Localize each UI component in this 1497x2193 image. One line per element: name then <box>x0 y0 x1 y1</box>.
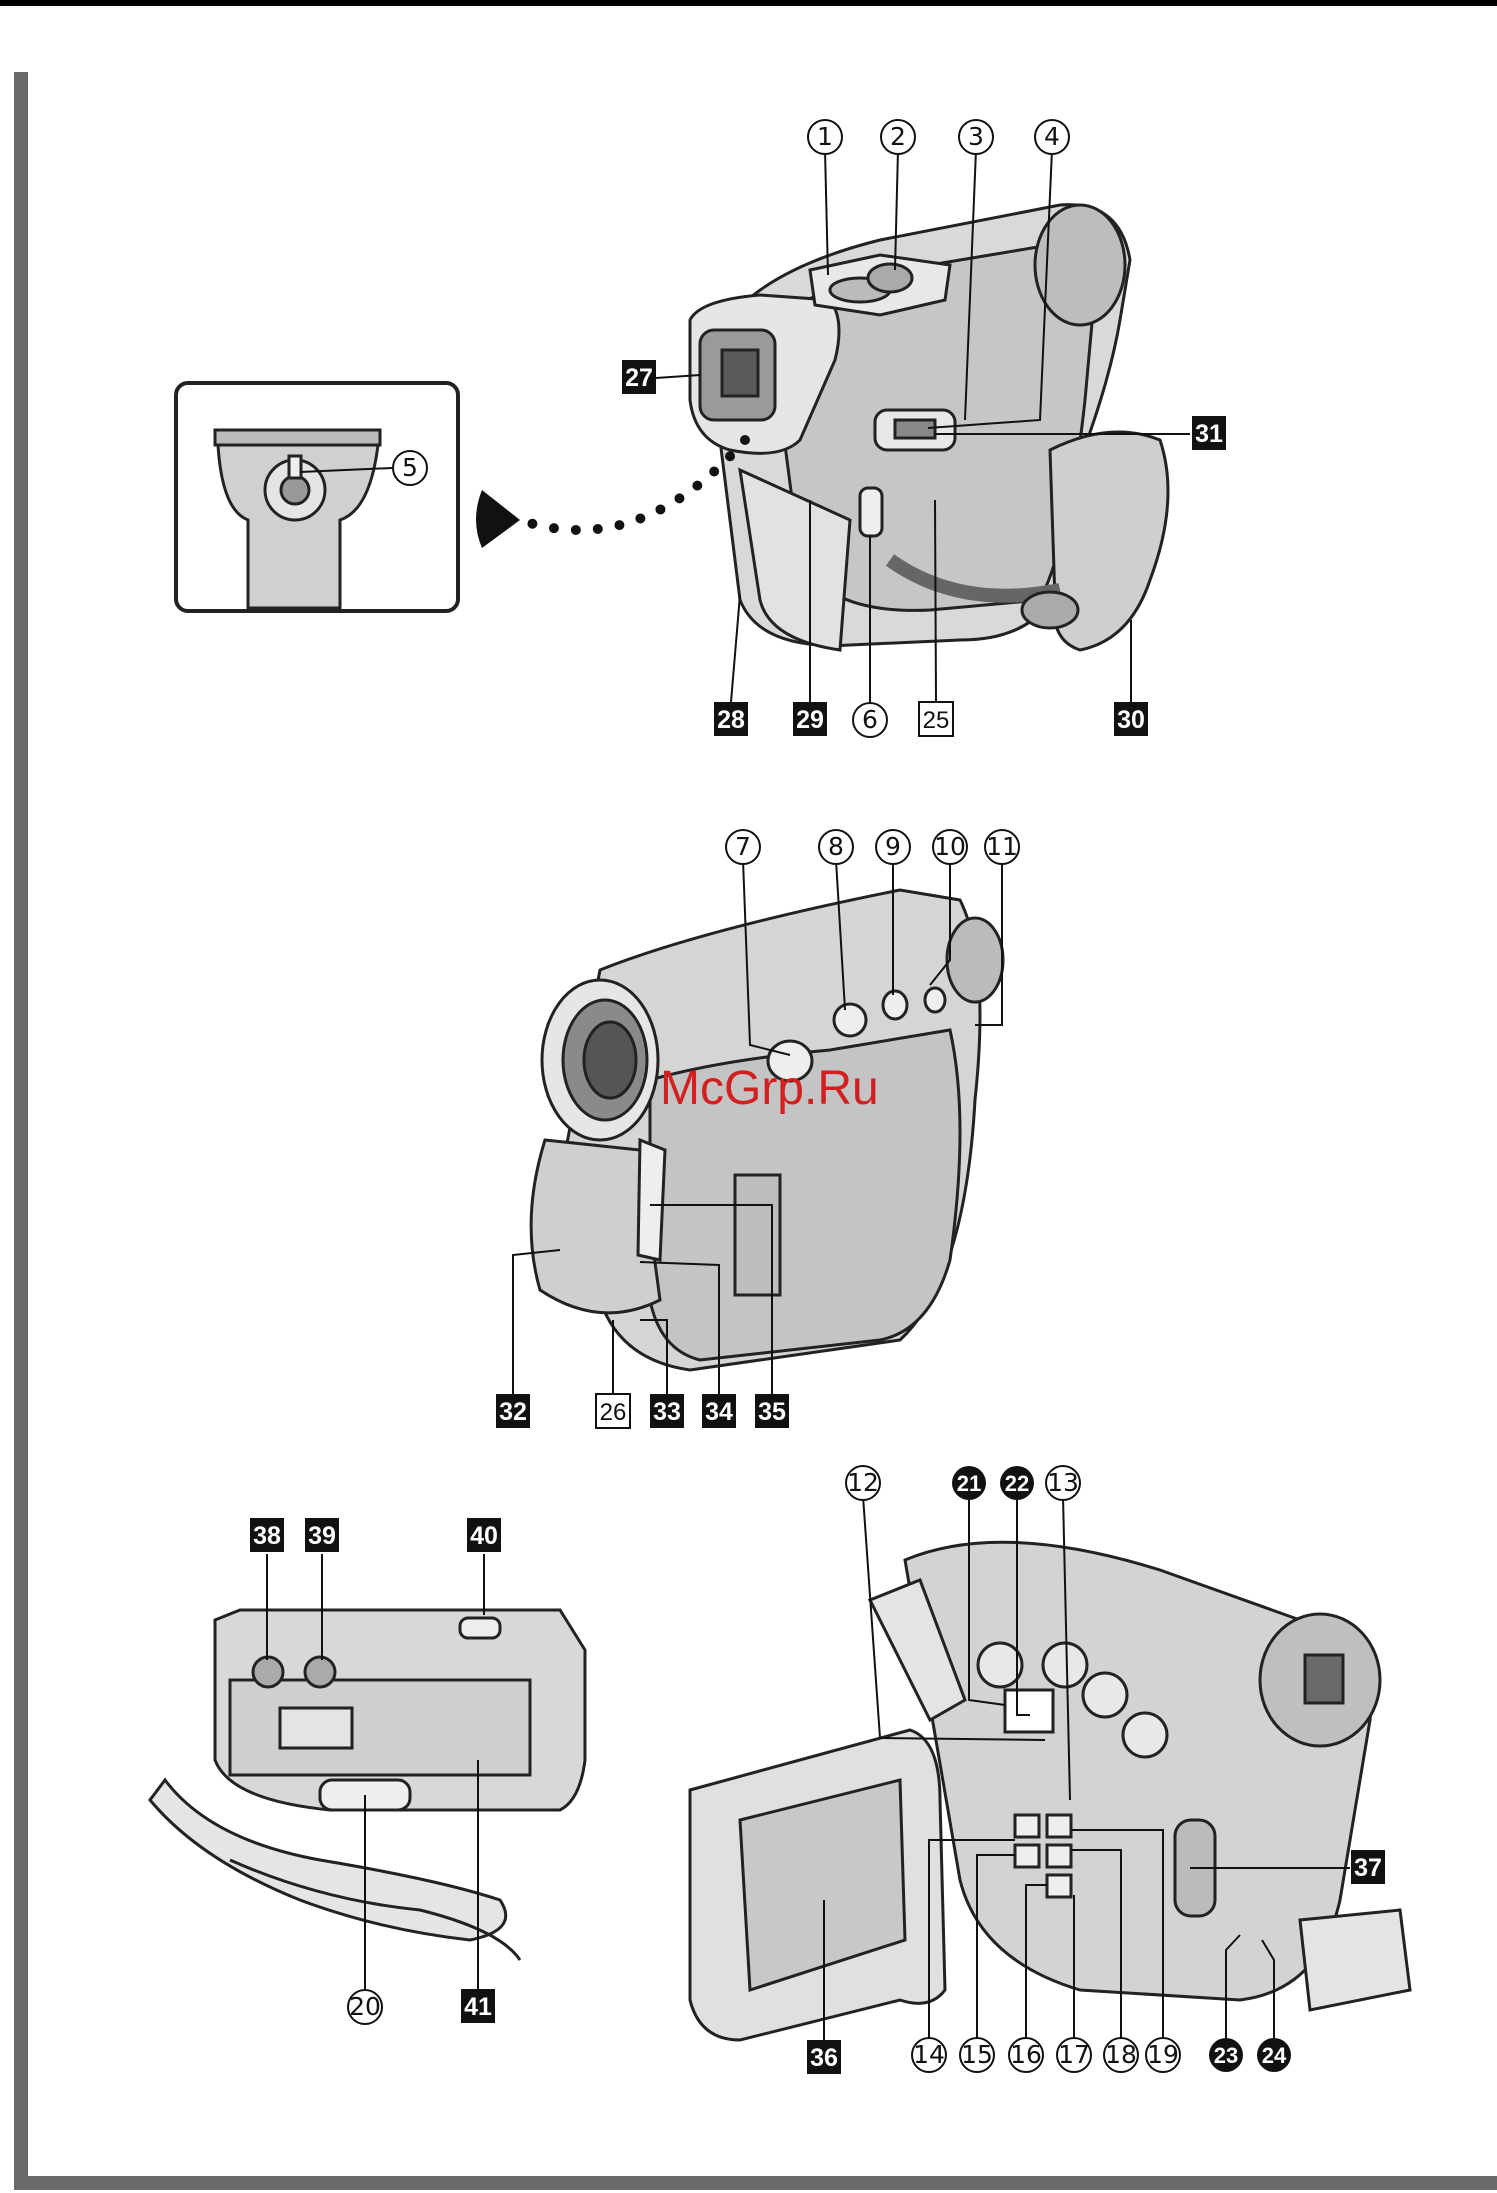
callout-label: 17 <box>1058 2040 1090 2069</box>
callout-label: 2 <box>890 122 906 151</box>
callout-label: 40 <box>470 1522 498 1550</box>
camcorder-bottom-view <box>150 1610 585 1960</box>
callout-label: 37 <box>1354 1854 1382 1882</box>
callout-label: 24 <box>1262 2043 1287 2068</box>
callout-label: 14 <box>913 2040 945 2069</box>
callout-label: 32 <box>499 1398 527 1426</box>
callout-label: 15 <box>961 2040 993 2069</box>
callout-black-box-28: 28 <box>714 595 748 736</box>
callout-label: 29 <box>796 706 824 734</box>
callout-label: 16 <box>1010 2040 1042 2069</box>
callout-black-box-27: 27 <box>622 360 700 394</box>
left-rule <box>14 72 28 2190</box>
callout-label: 39 <box>308 1522 336 1550</box>
camcorder-lcd-open-view <box>690 1542 1410 2040</box>
callout-label: 6 <box>862 705 878 734</box>
camcorder-front-view <box>531 890 1003 1370</box>
bottom-rule <box>14 2176 1497 2190</box>
callout-black-box-30: 30 <box>1114 620 1148 736</box>
callout-label: 22 <box>1005 1471 1029 1496</box>
callout-label: 8 <box>828 832 844 861</box>
callout-label: 18 <box>1105 2040 1137 2069</box>
callout-label: 23 <box>1214 2043 1238 2068</box>
callout-label: 26 <box>600 1399 627 1426</box>
callout-label: 31 <box>1195 420 1223 448</box>
callout-label: 5 <box>402 453 418 482</box>
callout-label: 33 <box>653 1398 681 1426</box>
callout-label: 7 <box>735 832 751 861</box>
watermark: McGrp.Ru <box>660 1062 879 1115</box>
callout-label: 10 <box>934 832 966 861</box>
callout-label: 34 <box>705 1398 733 1426</box>
callout-label: 13 <box>1047 1468 1079 1497</box>
callout-label: 30 <box>1117 706 1145 734</box>
callout-black-box-40: 40 <box>467 1518 501 1615</box>
callout-label: 20 <box>349 1992 381 2021</box>
callout-label: 38 <box>253 1522 281 1550</box>
callout-label: 25 <box>923 707 950 734</box>
dotted-arrow-line <box>520 440 745 530</box>
callout-label: 1 <box>817 122 833 151</box>
callout-label: 19 <box>1147 2040 1179 2069</box>
callout-label: 41 <box>464 1993 492 2021</box>
callout-label: 28 <box>717 706 745 734</box>
callout-label: 35 <box>758 1398 786 1426</box>
callout-label: 21 <box>957 1471 981 1496</box>
callout-label: 27 <box>625 364 653 392</box>
callout-label: 36 <box>810 2044 838 2072</box>
arrow-head <box>476 490 520 548</box>
callout-label: 3 <box>968 122 984 151</box>
top-rule <box>0 0 1497 6</box>
callout-label: 12 <box>847 1468 879 1497</box>
callout-label: 4 <box>1044 122 1060 151</box>
callout-label: 9 <box>885 832 901 861</box>
callout-label: 11 <box>986 832 1018 861</box>
